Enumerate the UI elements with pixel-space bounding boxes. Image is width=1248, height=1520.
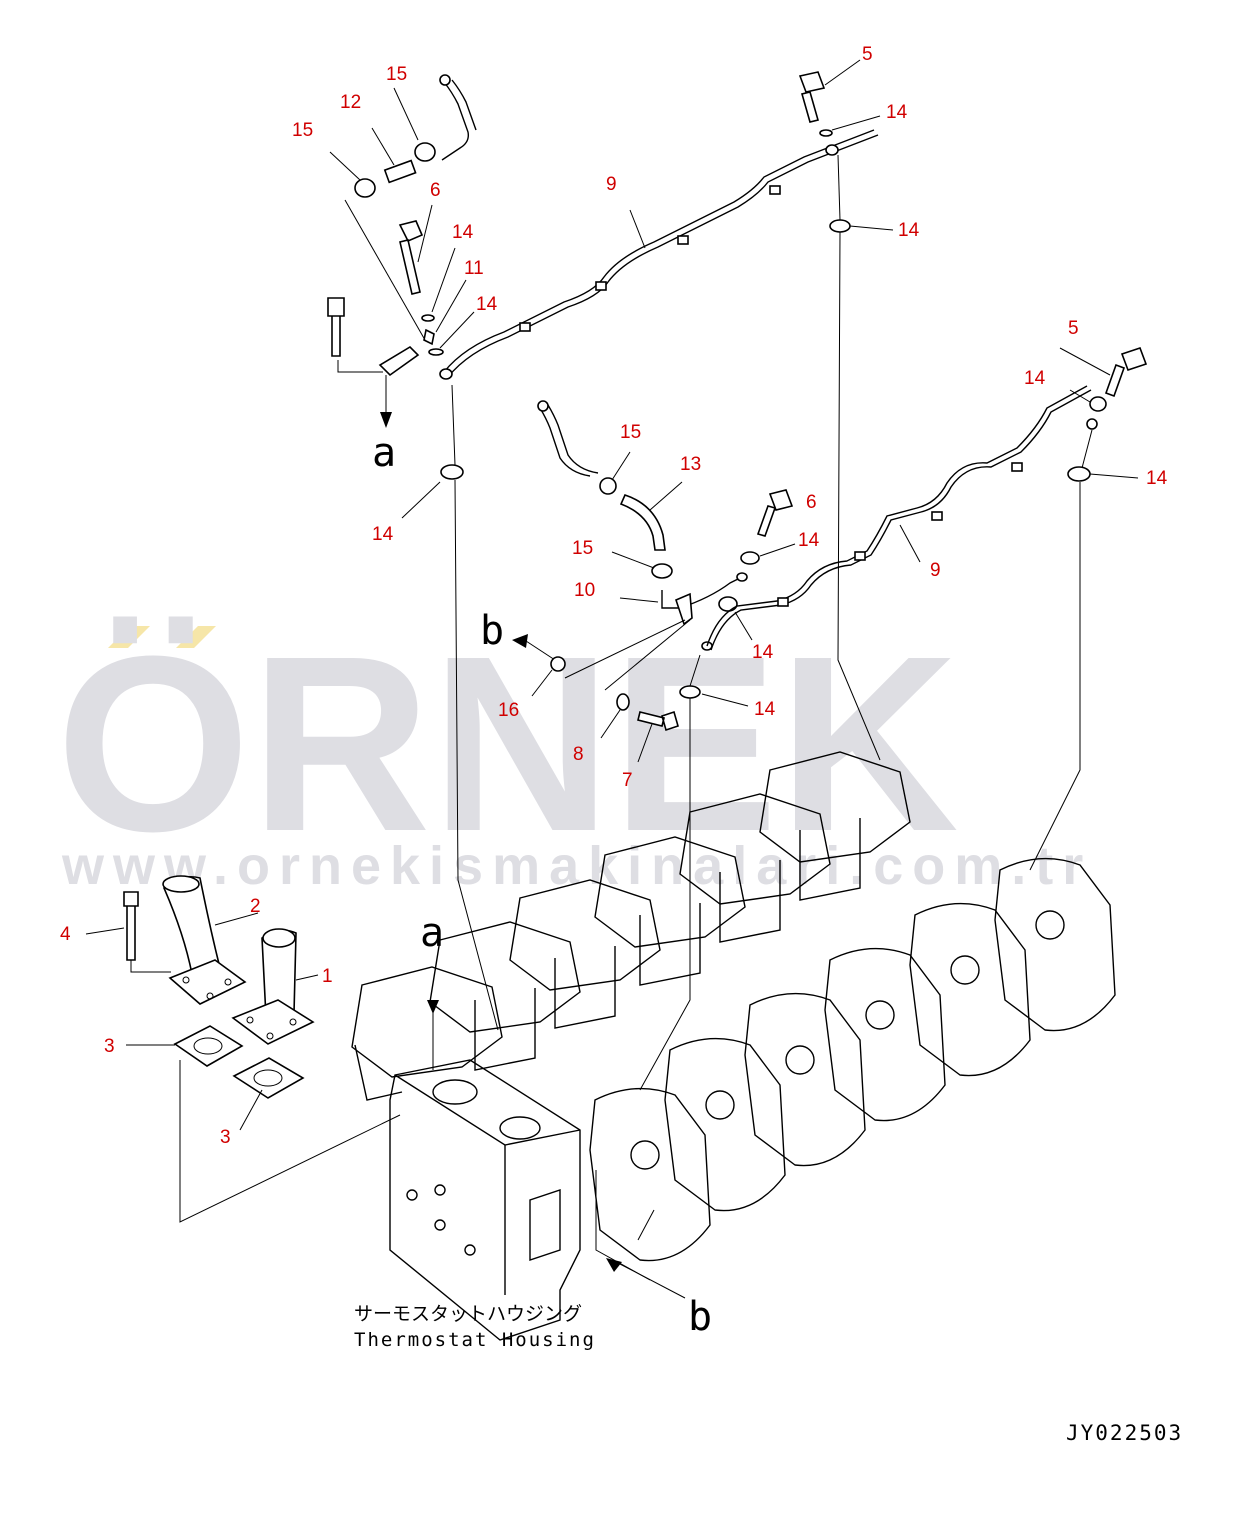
clip-11 [423,328,435,346]
washer-8 [616,693,630,711]
cylinder-heads-rear-row [351,751,911,1101]
small-pipe-mid [539,407,591,477]
label-15-a: 15 [386,64,407,85]
label-14-c: 14 [452,222,474,243]
watermark-brand: ÖRNEK [56,604,959,883]
washer-14-upper-b [428,348,444,356]
pipe-9-lower [706,346,1148,871]
clamp-15-mid [599,477,617,495]
small-bent-pipe [441,81,470,161]
watermark-url: www.ornekismakinalari.com.tr [61,836,1092,896]
cylinder-heads-front-row [589,857,1116,1262]
label-8: 8 [573,744,584,765]
label-15-c: 15 [620,422,641,443]
caption-english: Thermostat Housing [354,1329,596,1351]
bolt-7 [637,710,679,732]
ref-a-top: a [372,430,396,476]
label-1: 1 [322,966,333,987]
label-14-e: 14 [1024,368,1046,389]
bolt-5-upper [798,71,826,123]
label-14-h: 14 [798,530,820,551]
watermark-accent-left [108,626,150,648]
label-9-low: 9 [930,560,941,581]
label-10: 10 [574,580,595,601]
bolt-6-mid [756,489,794,537]
label-4: 4 [60,924,71,945]
label-14-b: 14 [898,220,920,241]
reference-letters: a b a b [372,430,712,1340]
leader-lines [85,59,1139,1241]
hose-clamp-left [354,178,376,198]
flange-1 [231,999,315,1045]
gasket-3-upper [173,1025,244,1067]
arrow-b-low [606,1258,622,1272]
label-11: 11 [464,258,484,279]
label-13: 13 [680,454,701,475]
thermostat-housing-body [389,1059,581,1341]
gasket-3-lower [232,1057,305,1099]
arrow-b-left [512,634,528,648]
bolt-4 [123,891,139,961]
label-2: 2 [250,896,261,917]
watermark: ÖRNEK www.ornekismakinalari.com.tr [56,604,1092,896]
label-14-d: 14 [476,294,498,315]
washer-14-right [1067,466,1091,482]
label-3-lower: 3 [220,1127,231,1148]
watermark-accent-right [176,626,216,648]
nut-16 [550,656,566,672]
bolt-6-upper [398,220,424,295]
pipe-9-upper [439,71,881,1031]
part-labels: 5 14 15 12 15 6 9 14 14 11 14 5 14 15 13… [60,44,1168,1148]
upper-left-parts [327,74,477,428]
label-16: 16 [498,700,519,721]
label-14-g: 14 [372,524,394,545]
middle-parts [512,400,794,1091]
bracket-10 [675,592,693,626]
caption-japanese: サーモスタットハウジング [354,1303,582,1325]
label-14-j: 14 [754,699,776,720]
washer-14-lower [679,685,701,699]
label-12: 12 [340,92,361,113]
label-15-d: 15 [572,538,593,559]
washer-14-left [440,464,464,480]
washer-14-top [819,129,833,137]
ref-a-low: a [420,910,444,956]
label-9-top: 9 [606,174,617,195]
bracket-upper [378,345,420,377]
label-7: 7 [622,770,633,791]
bolt-left-upper [327,297,345,357]
label-14-top: 14 [886,102,908,123]
label-6-top: 6 [430,180,441,201]
lower-left-parts [123,875,686,1299]
label-3-upper: 3 [104,1036,115,1057]
arrow-a-down [380,412,392,428]
clamp-15-low [651,563,673,579]
bolt-5-lower [1104,346,1148,398]
drawing-number: JY022503 [1066,1421,1183,1445]
flange-2 [168,959,247,1005]
hose-clamp-right [414,142,436,162]
washer-14-mid-upper [829,219,851,233]
hose-13 [619,494,666,551]
washer-14-upper-a [421,314,435,322]
label-5-right: 5 [1068,318,1079,339]
label-6-mid: 6 [806,492,817,513]
label-5-top: 5 [862,44,873,65]
label-15-b: 15 [292,120,313,141]
washer-14-junction [718,596,738,612]
hose-12 [383,159,417,184]
arrow-a-low [427,1000,439,1014]
washer-14-mid [740,551,760,565]
ref-b-low: b [688,1294,712,1340]
label-14-f: 14 [1146,468,1168,489]
ref-b-mid: b [480,608,504,654]
label-14-i: 14 [752,642,774,663]
washer-14-right-top [1089,396,1107,412]
